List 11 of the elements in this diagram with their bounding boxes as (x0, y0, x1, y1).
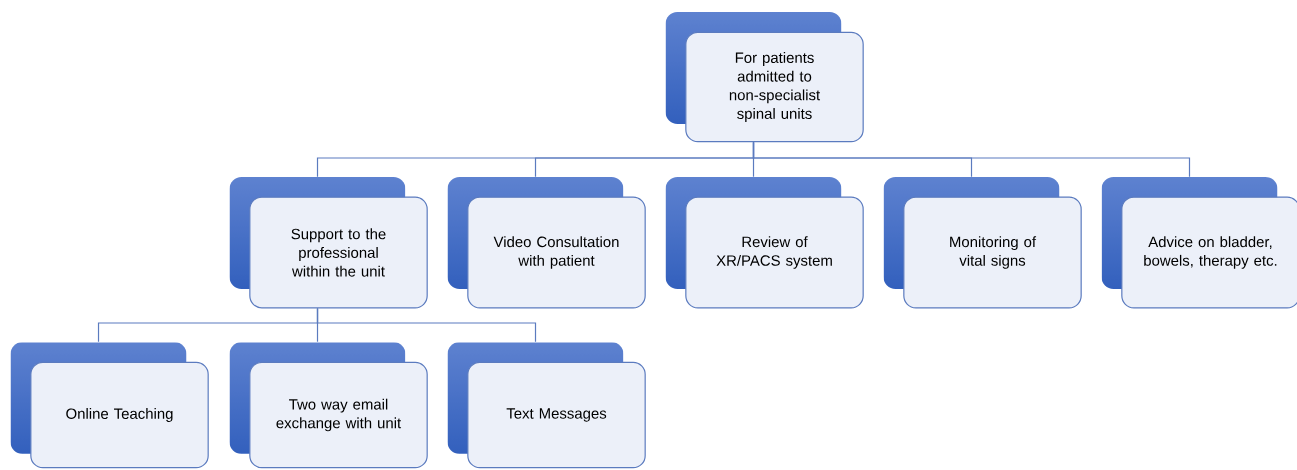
card-box: Monitoring of vital signs (903, 196, 1082, 309)
card-box: Video Consultation with patient (467, 196, 646, 309)
card-box: Review of XR/PACS system (685, 196, 864, 309)
connector-line (316, 307, 537, 343)
card-box: Advice on bladder, bowels, therapy etc. (1121, 196, 1297, 309)
card-box: For patients admitted to non-specialist spinal units (685, 31, 864, 143)
card-box: Online Teaching (30, 361, 209, 469)
card-box: Two way email exchange with unit (249, 361, 428, 469)
connector-line (752, 141, 1191, 178)
card-box: Support to the professional within the unit (249, 196, 428, 309)
card-box: Text Messages (467, 361, 646, 469)
